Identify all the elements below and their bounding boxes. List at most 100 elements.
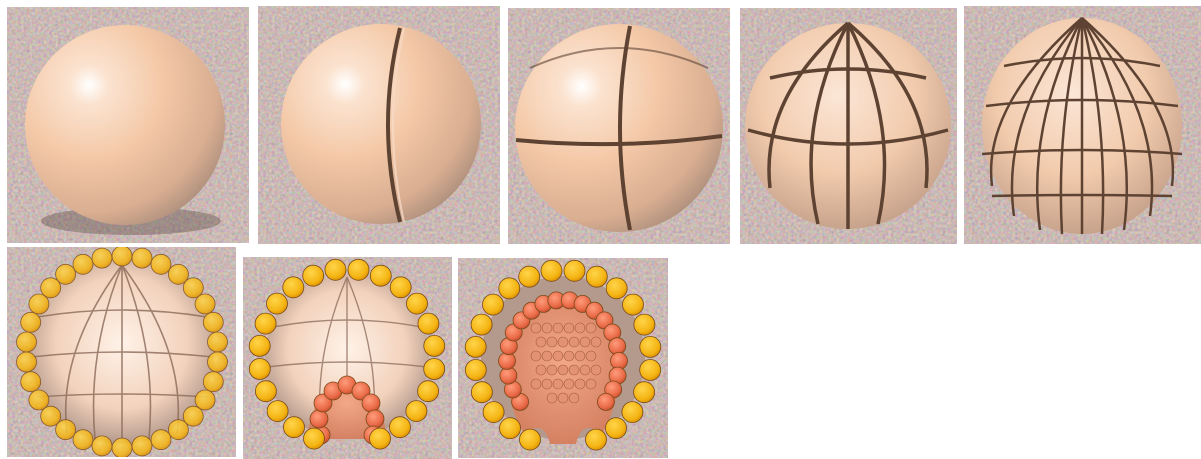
outer-cell [73, 254, 93, 274]
outer-cell [92, 248, 112, 268]
inner-mass-cell [547, 393, 557, 403]
eight-cell-sphere-icon [740, 8, 957, 244]
morula-sphere-icon [964, 6, 1201, 244]
inner-mass-cell [564, 379, 574, 389]
inner-cell-mass-section-icon [458, 258, 668, 458]
outer-cell [519, 266, 540, 287]
outer-cell [255, 381, 276, 402]
inner-mass-cell [558, 393, 568, 403]
outer-cell [21, 372, 41, 392]
inner-cell [362, 394, 380, 412]
outer-cell [17, 352, 37, 372]
outer-cell [92, 436, 112, 456]
inner-mass-cell [542, 351, 552, 361]
outer-cell [606, 278, 627, 299]
outer-cell [325, 259, 346, 280]
outer-cell [132, 436, 152, 456]
outer-cell [56, 264, 76, 284]
blastula-hollow-sphere-icon [7, 247, 236, 457]
inner-mass-cell [536, 365, 546, 375]
outer-cell [348, 259, 369, 280]
inner-mass-cell [547, 365, 557, 375]
four-cell-sphere-icon [508, 8, 730, 244]
outer-cell [255, 313, 276, 334]
inner-mass-cell [575, 323, 585, 333]
outer-cell [208, 352, 228, 372]
inner-mass-cell [580, 337, 590, 347]
outer-cell [499, 278, 520, 299]
outer-cell [623, 294, 644, 315]
two-cell-sphere-icon [258, 6, 500, 244]
outer-cell [304, 428, 325, 449]
outer-cell [370, 428, 391, 449]
stage-3-panel [508, 8, 730, 244]
outer-cell [168, 420, 188, 440]
inner-mass-cell [531, 351, 541, 361]
outer-cell [249, 359, 270, 380]
inner-cell [609, 338, 626, 355]
inner-mass-cell [586, 379, 596, 389]
outer-cell [483, 294, 504, 315]
outer-cell [151, 430, 171, 450]
inner-mass-cell [569, 365, 579, 375]
outer-cell [471, 382, 492, 403]
inner-mass-cell [547, 337, 557, 347]
inner-cell [310, 410, 328, 428]
outer-cell [284, 417, 305, 438]
outer-cell [132, 248, 152, 268]
inner-cell [366, 410, 384, 428]
inner-mass-cell [536, 337, 546, 347]
outer-cell [606, 418, 627, 439]
outer-cell [640, 336, 661, 357]
outer-cell [390, 277, 411, 298]
outer-cell [195, 294, 215, 314]
outer-cell [267, 401, 288, 422]
outer-cell [465, 336, 486, 357]
outer-cell [303, 265, 324, 286]
inner-mass-cell [580, 365, 590, 375]
inner-mass-cell [553, 351, 563, 361]
stage-8-panel [458, 258, 668, 458]
outer-cell [267, 293, 288, 314]
outer-cell [407, 293, 428, 314]
outer-cell [465, 360, 486, 381]
inner-mass-cell [569, 337, 579, 347]
outer-cell [406, 401, 427, 422]
outer-cell [634, 314, 655, 335]
early-gastrula-inner-mass-icon [243, 257, 452, 459]
outer-cell [424, 335, 445, 356]
outer-cell [424, 359, 445, 380]
outer-cell [249, 335, 270, 356]
inner-mass-cell [575, 351, 585, 361]
outer-cell [471, 314, 492, 335]
stage-5-panel [964, 6, 1201, 244]
inner-mass-cell [558, 337, 568, 347]
outer-cell [73, 430, 93, 450]
inner-mass-cell [591, 365, 601, 375]
outer-cell [29, 390, 49, 410]
outer-cell [483, 402, 504, 423]
inner-mass-cell [575, 379, 585, 389]
inner-mass-cell [542, 323, 552, 333]
outer-cell [586, 429, 607, 450]
inner-mass-cell [591, 337, 601, 347]
inner-mass-cell [553, 323, 563, 333]
stage-7-panel [243, 257, 452, 459]
inner-mass-cell [558, 365, 568, 375]
outer-cell [634, 382, 655, 403]
outer-cell [203, 312, 223, 332]
outer-cell [520, 429, 541, 450]
stage-6-panel [7, 247, 236, 457]
outer-cell [390, 417, 411, 438]
outer-cell [418, 313, 439, 334]
outer-cell [21, 312, 41, 332]
outer-cell [500, 418, 521, 439]
inner-mass-cell [586, 351, 596, 361]
outer-cell [283, 277, 304, 298]
outer-cell [418, 381, 439, 402]
outer-cell [208, 332, 228, 352]
inner-cell [597, 393, 614, 410]
outer-cell [564, 260, 585, 281]
outer-cell [112, 247, 132, 266]
outer-cell [17, 332, 37, 352]
